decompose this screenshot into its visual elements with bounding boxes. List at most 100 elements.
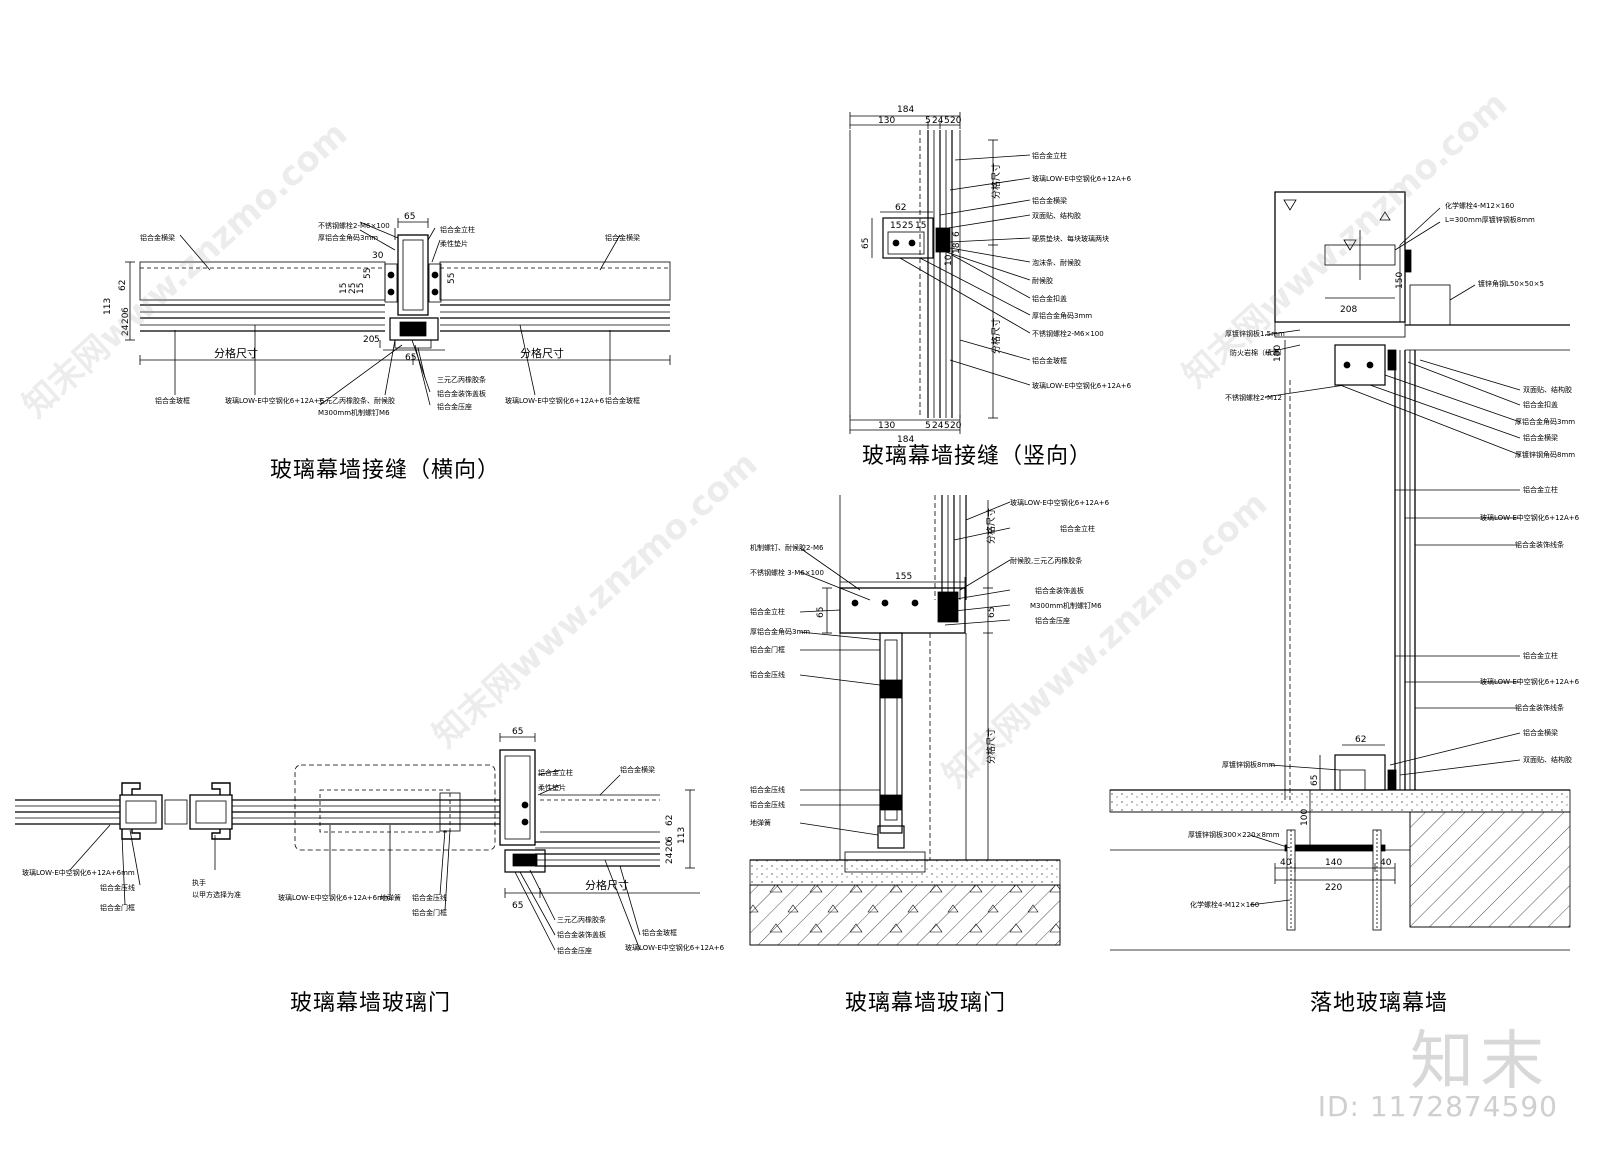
label: 铝合金扣盖 [1032,294,1067,303]
dim-text: 5 [925,421,931,431]
label: 玻璃LOW-E中空钢化6+12A+6mm [22,868,135,877]
dim-text: 5 [374,335,380,345]
dim-text: 分格尺寸 [990,163,1002,199]
label: 防火岩棉（填满） [1230,348,1286,357]
dim-text: 55 [363,268,373,279]
label: 铝合金压线 [750,785,785,794]
label: 玻璃LOW-E中空钢化6+12A+6 [1032,174,1132,183]
dim-text: 65 [405,353,416,363]
dim-text: 100 [1300,809,1310,826]
label: 不锈钢螺栓 3-M6×100 [750,568,824,577]
label: 铝合金横梁 [1523,728,1558,737]
dim-text: 分格尺寸 [585,878,629,892]
dim-text: 40 [1380,858,1392,868]
dim-text: 150 [1395,272,1405,289]
dim-text: 130 [878,116,895,126]
dim-text: 20 [665,840,675,852]
label: 地弹簧 [380,893,401,902]
dim-text: 220 [1325,883,1342,893]
label: 玻璃LOW-E中空钢化6+12A+6 [625,943,725,952]
label: 柔性垫片 [440,239,468,248]
labels-horizontal-joint: 不锈钢螺栓2-M6×100 厚铝合金角码3mm 铝合金立柱 柔性垫片 铝合金横梁… [103,212,640,417]
diagram-section-door [749,495,1061,946]
label: 厚镀锌钢板300×220×8mm [1188,830,1280,839]
dim-text: 65 [861,238,871,249]
dim-text: 25 [348,283,358,294]
dim-text: 5 [944,421,950,431]
title-vertical-joint: 玻璃幕墙接缝（竖向） [862,444,1093,469]
label: 厚铝合金角码3mm [750,627,810,636]
label: 厚铝合金角码3mm [318,233,378,242]
label: 铝合金压线 [412,893,447,902]
label: 玻璃LOW-E中空钢化6+12A+6mm [278,893,391,902]
label: 铝合金装饰线条 [1515,703,1564,712]
dim-text: 20 [950,116,962,126]
label: 不锈钢螺栓2-M12 [1225,393,1282,402]
dim-text: 100 [1273,345,1283,362]
dim-text: 113 [677,827,687,844]
label: 柔性垫片 [538,783,566,792]
label: 厚镀锌钢板1.5mm [1225,329,1285,338]
dim-text: 62 [118,280,128,291]
dim-text: 6 [665,836,675,842]
dim-text: 65 [1310,775,1320,786]
label: 厚铝合金角码3mm [1515,417,1575,426]
title-floor-curtain-wall: 落地玻璃幕墙 [1310,991,1449,1016]
label: 玻璃LOW-E中空钢化6+12A+6 [225,396,325,405]
label: 不锈钢螺栓2-M6×100 [1032,329,1104,338]
label: 耐候胶,三元乙丙橡胶条 [1010,556,1082,565]
diagram-floor-curtain-wall [1109,191,1571,951]
dim-text: 24 [932,116,944,126]
label: 硬质垫块、每块玻璃两块 [1032,234,1109,243]
dim-text: 分格尺寸 [990,318,1002,354]
label: 铝合金横梁 [1523,433,1558,442]
dim-text: 15 [915,221,926,231]
label: 铝合金装饰线条 [1515,540,1564,549]
labels-vertical-joint: 铝合金立柱 玻璃LOW-E中空钢化6+12A+6 铝合金横梁 双面贴、结构胶 硬… [861,105,1132,445]
labels-floor-curtain-wall: 化学螺栓4-M12×160 L=300mm厚镀锌钢板8mm 镀锌角钢L50×50… [1188,201,1580,909]
label: 镀锌角钢L50×50×5 [1478,279,1544,288]
label: 三元乙丙橡胶条、耐候胶 [318,396,395,405]
dim-text: 65 [404,212,415,222]
dim-text: 15 [356,283,366,294]
dim-text: 20 [363,335,375,345]
dim-text: 5 [944,116,950,126]
label: M300mm机制螺钉M6 [318,408,390,417]
label: 铝合金玻框 [155,396,190,405]
dim-text: 65 [512,727,523,737]
labels-section-door: 玻璃LOW-E中空钢化6+12A+6 铝合金立柱 耐候胶,三元乙丙橡胶条 铝合金… [750,498,1110,827]
labels-plan-door: 铝合金立柱 柔性垫片 铝合金横梁 玻璃LOW-E中空钢化6+12A+6mm 铝合… [22,727,725,955]
dim-text: 15 [339,283,349,294]
label: 铝合金压线 [100,883,135,892]
dim-text: 分格尺寸 [985,728,997,764]
label: 铝合金门框 [750,645,785,654]
dim-text: 15 [890,221,901,231]
dim-text: 分格尺寸 [985,508,997,544]
dim-text: 62 [665,815,675,826]
label: 铝合金横梁 [1032,196,1067,205]
title-horizontal-joint: 玻璃幕墙接缝（横向） [270,458,501,483]
dim-text: 62 [895,203,906,213]
label: 玻璃LOW-E中空钢化6+12A+6 [1480,513,1580,522]
dim-text: 113 [103,298,113,315]
dim-text: 6 [121,307,131,313]
label: 铝合金横梁 [140,233,175,242]
label: 铝合金压线 [750,670,785,679]
label: 铝合金压线 [750,800,785,809]
label: 地弹簧 [750,818,771,827]
label: 机制螺钉、耐候胶2-M6 [750,543,824,552]
diagram-plan-door [15,733,700,951]
label: 铝合金横梁 [605,233,640,242]
label: 铝合金装饰盖板 [1035,586,1084,595]
dim-text: 130 [878,421,895,431]
title-plan-door: 玻璃幕墙玻璃门 [290,991,452,1016]
dim-text: 24 [121,324,131,336]
label: 化学螺栓4-M12×160 [1445,201,1514,210]
label: 玻璃LOW-E中空钢化6+12A+6 [1010,498,1110,507]
label: 铝合金压座 [437,402,472,411]
label: 铝合金立柱 [1523,651,1558,660]
label: 双面贴、结构胶 [1032,211,1081,220]
label: 铝合金玻框 [642,928,677,937]
label: 以甲方选择为准 [192,890,241,899]
label: 玻璃LOW-E中空钢化6+12A+6 [1480,677,1580,686]
